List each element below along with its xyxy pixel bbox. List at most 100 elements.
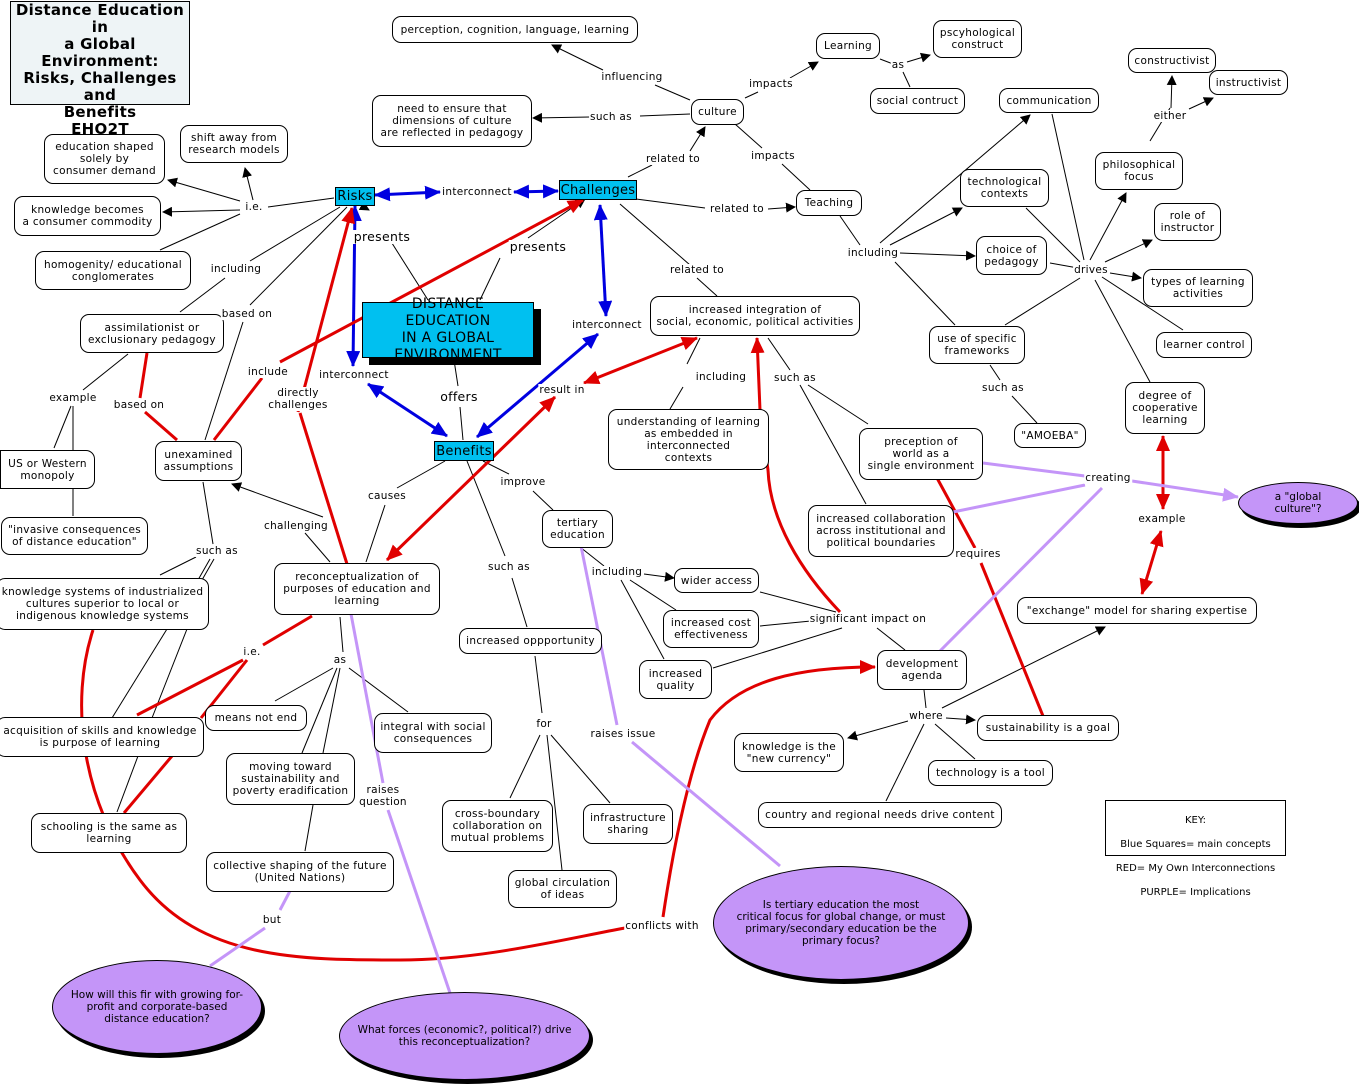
link-label: as bbox=[890, 59, 906, 71]
concept-philosophical-focus[interactable]: philosophical focus bbox=[1095, 152, 1183, 190]
link-label: improve bbox=[499, 476, 547, 488]
concept-choice-pedagogy[interactable]: choice of pedagogy bbox=[976, 236, 1047, 275]
concept-social-construct[interactable]: social contruct bbox=[870, 88, 965, 114]
concept-cross-boundary[interactable]: cross-boundary collaboration on mutual p… bbox=[442, 800, 553, 852]
concept-wider-access[interactable]: wider access bbox=[674, 568, 759, 593]
link bbox=[111, 628, 168, 719]
link bbox=[550, 734, 611, 804]
concept-instructivist[interactable]: instructivist bbox=[1209, 70, 1288, 95]
link bbox=[231, 482, 324, 518]
link bbox=[885, 723, 925, 802]
concept-increased-opportunity[interactable]: increased oppportunity bbox=[459, 628, 602, 654]
concept-learning[interactable]: Learning bbox=[816, 33, 880, 59]
link-label: drives bbox=[1073, 264, 1109, 276]
concept-integral[interactable]: integral with social consequences bbox=[374, 713, 492, 753]
main-concept-risks[interactable]: Risks bbox=[335, 187, 375, 206]
concept-global-circulation[interactable]: global circulation of ideas bbox=[508, 870, 617, 908]
link-label: including bbox=[590, 566, 644, 578]
link-label: where bbox=[908, 710, 944, 722]
link bbox=[339, 616, 344, 653]
implication-link bbox=[1131, 479, 1239, 502]
link-label: result in bbox=[538, 384, 586, 396]
concept-knowledge-commodity[interactable]: knowledge becomes a consumer commodity bbox=[14, 196, 161, 236]
concept-moving-toward[interactable]: moving toward sustainability and poverty… bbox=[226, 753, 355, 805]
concept-teaching[interactable]: Teaching bbox=[796, 190, 862, 216]
link bbox=[744, 91, 759, 99]
link-label: presents bbox=[352, 229, 412, 244]
link-label: impacts bbox=[748, 78, 794, 90]
link-label: interconnect bbox=[441, 186, 513, 198]
link bbox=[934, 723, 976, 760]
implication-link bbox=[386, 809, 452, 994]
link bbox=[1101, 276, 1184, 331]
concept-acquisition[interactable]: acquisition of skills and knowledge is p… bbox=[0, 717, 204, 757]
concept-means-not-end[interactable]: means not end bbox=[205, 705, 307, 731]
concept-role-instructor[interactable]: role of instructor bbox=[1154, 203, 1221, 241]
concept-invasive[interactable]: "invasive consequences of distance educa… bbox=[1, 517, 148, 555]
concept-homogenity[interactable]: homogenity/ educational conglomerates bbox=[35, 251, 191, 290]
concept-types-activities[interactable]: types of learning activities bbox=[1143, 269, 1253, 307]
concept-assimilationist[interactable]: assimilationist or exclusionary pedagogy bbox=[80, 314, 224, 353]
concept-psych-construct[interactable]: pscyhological construct bbox=[933, 20, 1022, 58]
link-label: causes bbox=[366, 490, 408, 502]
concept-use-frameworks[interactable]: use of specific frameworks bbox=[929, 326, 1025, 364]
concept-communication[interactable]: communication bbox=[999, 88, 1099, 113]
concept-education-shaped[interactable]: education shaped solely by consumer dema… bbox=[44, 134, 165, 184]
concept-increased-collaboration[interactable]: increased collaboration across instituti… bbox=[808, 505, 954, 557]
link bbox=[902, 71, 911, 88]
concept-tech-contexts[interactable]: technological contexts bbox=[960, 169, 1049, 207]
concept-constructivist[interactable]: constructivist bbox=[1128, 48, 1216, 73]
red-link bbox=[138, 352, 149, 399]
concept-culture[interactable]: culture bbox=[691, 99, 744, 125]
concept-increased-integration[interactable]: increased integration of social, economi… bbox=[650, 296, 860, 336]
concept-exchange-model[interactable]: "exchange" model for sharing expertise bbox=[1017, 597, 1257, 624]
concept-infrastructure-sharing[interactable]: infrastructure sharing bbox=[583, 804, 673, 844]
concept-unexamined[interactable]: unexamined assumptions bbox=[155, 441, 242, 481]
implication-link bbox=[938, 486, 1104, 653]
interconnect-link bbox=[374, 185, 441, 202]
concept-us-western[interactable]: US or Western monopoly bbox=[0, 450, 95, 489]
implication-forces-question[interactable]: What forces (economic?, political?) driv… bbox=[339, 992, 590, 1080]
concept-shift-away[interactable]: shift away from research models bbox=[180, 125, 288, 163]
concept-perception[interactable]: perception, cognition, language, learnin… bbox=[392, 16, 638, 43]
concept-amoeba[interactable]: "AMOEBA" bbox=[1014, 423, 1086, 448]
link bbox=[759, 620, 812, 627]
implication-tertiary-question[interactable]: Is tertiary education the most critical … bbox=[713, 866, 969, 980]
concept-collective-shaping[interactable]: collective shaping of the future (United… bbox=[206, 852, 394, 892]
concept-preception-world[interactable]: preception of world as a single environm… bbox=[859, 428, 983, 480]
implication-global-culture[interactable]: a "global culture"? bbox=[1238, 482, 1358, 524]
concept-increased-quality[interactable]: increased quality bbox=[639, 660, 712, 699]
concept-cooperative-learning[interactable]: degree of cooperative learning bbox=[1125, 382, 1205, 434]
link bbox=[1104, 239, 1153, 263]
link bbox=[799, 384, 867, 505]
link bbox=[734, 123, 763, 149]
concept-cost-effectiveness[interactable]: increased cost effectiveness bbox=[663, 610, 759, 648]
concept-country-needs[interactable]: country and regional needs drive content bbox=[758, 802, 1002, 828]
concept-sustainability-goal[interactable]: sustainability is a goal bbox=[977, 715, 1119, 741]
link bbox=[534, 655, 543, 714]
red-link bbox=[979, 562, 1045, 717]
main-concept-distance-education[interactable]: DISTANCE EDUCATION IN A GLOBAL ENVIRONME… bbox=[362, 296, 534, 363]
concept-understanding[interactable]: understanding of learning as embedded in… bbox=[608, 409, 769, 470]
implication-forprofit-question[interactable]: How will this fir with growing for- prof… bbox=[52, 960, 262, 1054]
concept-knowledge-systems[interactable]: knowledge systems of industrialized cult… bbox=[0, 578, 209, 630]
concept-knowledge-currency[interactable]: knowledge is the "new currency" bbox=[734, 733, 844, 772]
concept-development-agenda[interactable]: development agenda bbox=[877, 650, 967, 690]
concept-reconceptualization[interactable]: reconceptualization of purposes of educa… bbox=[274, 563, 440, 615]
interconnect-link bbox=[593, 204, 613, 317]
link bbox=[116, 755, 139, 813]
link bbox=[179, 277, 226, 313]
red-link bbox=[750, 337, 842, 614]
concept-technology-tool[interactable]: technology is a tool bbox=[928, 760, 1053, 786]
link-label: offers bbox=[439, 389, 479, 404]
link bbox=[889, 207, 963, 246]
legend-item-purple: PURPLE= Implications bbox=[1140, 887, 1251, 898]
main-concept-challenges[interactable]: Challenges bbox=[559, 180, 637, 200]
concept-learner-control[interactable]: learner control bbox=[1156, 332, 1252, 358]
link-label: challenging bbox=[262, 520, 330, 532]
concept-schooling[interactable]: schooling is the same as learning bbox=[31, 813, 187, 853]
concept-need-ensure[interactable]: need to ensure that dimensions of cultur… bbox=[372, 95, 532, 147]
link bbox=[1051, 113, 1085, 261]
concept-tertiary-education[interactable]: tertiary education bbox=[542, 510, 613, 548]
main-concept-benefits[interactable]: Benefits bbox=[434, 441, 494, 461]
